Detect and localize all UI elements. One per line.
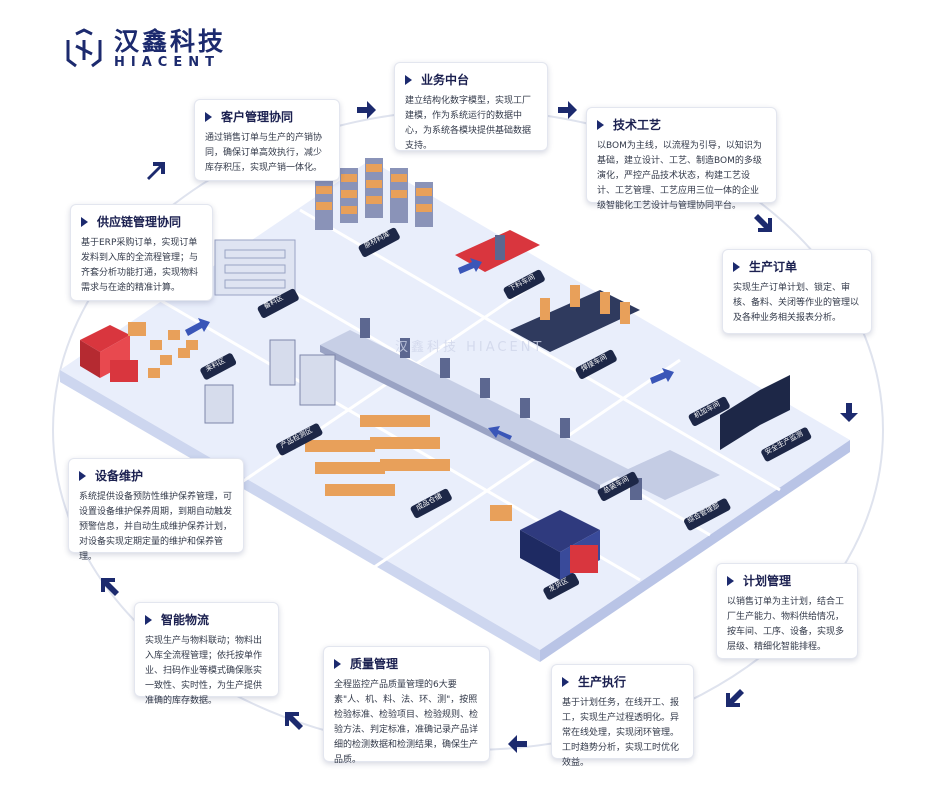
triangle-icon bbox=[562, 676, 569, 687]
card-title: 智能物流 bbox=[161, 613, 210, 627]
card-body: 以BOM为主线，以流程为引导，以知识为基础，建立设计、工艺、制造BOM的多级演化… bbox=[597, 141, 762, 211]
flow-arrow-icon bbox=[357, 101, 376, 119]
floor-arrow-3 bbox=[488, 426, 512, 440]
card-body: 基于计划任务，在线开工、报工，实现生产过程透明化。异常在线处理，实现闭环管理。工… bbox=[562, 698, 680, 768]
flow-arrow-icon bbox=[285, 712, 303, 730]
card-title: 生产订单 bbox=[749, 260, 798, 274]
card-body: 实现生产订单计划、锁定、审核、备料、关闭等作业的管理以及各种业务相关报表分析。 bbox=[733, 283, 860, 323]
card-body: 全程监控产品质量管理的6大要素"人、机、料、法、环、测"，按照检验标准、检验项目… bbox=[334, 680, 479, 765]
card-supply-chain: 供应链管理协同 基于ERP采购订单，实现订单发料到入库的全流程管理；与齐套分析功… bbox=[70, 204, 213, 301]
card-tech: 技术工艺 以BOM为主线，以流程为引导，以知识为基础，建立设计、工艺、制造BOM… bbox=[586, 107, 777, 211]
brand-logo: 汉鑫科技 HIACENT bbox=[62, 28, 226, 72]
card-quality: 质量管理 全程监控产品质量管理的6大要素"人、机、料、法、环、测"，按照检验标准… bbox=[323, 646, 490, 765]
receiving-crates bbox=[148, 330, 198, 378]
card-body: 系统提供设备预防性维护保养管理，可设置设备维护保养周期，到期自动触发预警信息，并… bbox=[79, 492, 233, 562]
brand-name-en: HIACENT bbox=[114, 55, 220, 70]
card-order: 生产订单 实现生产订单计划、锁定、审核、备料、关闭等作业的管理以及各种业务相关报… bbox=[722, 249, 872, 334]
flow-arrow-icon bbox=[101, 578, 119, 596]
card-title: 设备维护 bbox=[95, 469, 144, 483]
triangle-icon bbox=[405, 74, 412, 85]
shipping-truck bbox=[520, 510, 600, 580]
triangle-icon bbox=[334, 658, 341, 669]
flow-arrow-icon bbox=[754, 214, 772, 232]
triangle-icon bbox=[727, 575, 734, 586]
card-body: 以销售订单为主计划，结合工厂生产能力、物料供给情况，按车间、工序、设备，实现多层… bbox=[727, 597, 845, 652]
card-body: 建立结构化数字模型，实现工厂建模，作为系统运行的数据中心，为系统各模块提供基础数… bbox=[405, 96, 532, 151]
flow-arrow-icon bbox=[508, 735, 527, 753]
hiacent-logo-icon bbox=[66, 28, 102, 68]
welding-area bbox=[510, 285, 640, 352]
triangle-icon bbox=[145, 614, 152, 625]
card-customer: 客户管理协同 通过销售订单与生产的产销协同，确保订单高效执行，减少库存积压，实现… bbox=[194, 99, 340, 181]
card-title: 生产执行 bbox=[578, 675, 627, 689]
card-body: 实现生产与物料联动；物料出入库全流程管理；依托按单作业、扫码作业等模式确保账实一… bbox=[145, 636, 263, 706]
white-shelves bbox=[214, 239, 296, 296]
raw-material-shelves bbox=[315, 158, 433, 230]
flow-arrow-icon bbox=[840, 403, 858, 422]
floor-arrow-1 bbox=[185, 318, 210, 336]
card-title: 质量管理 bbox=[350, 657, 399, 671]
brand-name-cn: 汉鑫科技 bbox=[114, 27, 227, 56]
flow-arrow-icon bbox=[147, 162, 165, 180]
card-business: 业务中台 建立结构化数字模型，实现工厂建模，作为系统运行的数据中心，为系统各模块… bbox=[394, 62, 548, 151]
floor-arrow-4 bbox=[650, 368, 674, 384]
card-title: 技术工艺 bbox=[613, 118, 662, 132]
incoming-truck bbox=[80, 325, 138, 382]
card-title: 业务中台 bbox=[421, 73, 470, 87]
floor-arrow-2 bbox=[458, 258, 482, 274]
inspection-machines bbox=[204, 339, 336, 424]
card-exec: 生产执行 基于计划任务，在线开工、报工，实现生产过程透明化。异常在线处理，实现闭… bbox=[551, 664, 694, 768]
triangle-icon bbox=[597, 119, 604, 130]
triangle-icon bbox=[205, 111, 212, 122]
triangle-icon bbox=[733, 261, 740, 272]
card-logistics: 智能物流 实现生产与物料联动；物料出入库全流程管理；依托按单作业、扫码作业等模式… bbox=[134, 602, 279, 706]
card-body: 基于ERP采购订单，实现订单发料到入库的全流程管理；与齐套分析功能打通，实现物料… bbox=[81, 238, 199, 293]
card-title: 客户管理协同 bbox=[221, 110, 294, 124]
card-body: 通过销售订单与生产的产销协同，确保订单高效执行，减少库存积压，实现产销一体化。 bbox=[205, 133, 323, 173]
flow-arrow-icon bbox=[726, 689, 744, 707]
card-title: 计划管理 bbox=[743, 574, 792, 588]
finished-shelves bbox=[305, 415, 450, 496]
triangle-icon bbox=[81, 216, 88, 227]
flow-arrow-icon bbox=[558, 101, 577, 119]
forklift bbox=[128, 322, 512, 521]
card-maintenance: 设备维护 系统提供设备预防性维护保养管理，可设置设备维护保养周期，到期自动触发预… bbox=[68, 458, 244, 562]
card-title: 供应链管理协同 bbox=[97, 215, 182, 229]
safety-screens bbox=[720, 375, 790, 450]
triangle-icon bbox=[79, 470, 86, 481]
card-plan: 计划管理 以销售订单为主计划，结合工厂生产能力、物料供给情况，按车间、工序、设备… bbox=[716, 563, 858, 659]
watermark: 汉鑫科技 HIACENT bbox=[395, 340, 545, 355]
production-line bbox=[320, 318, 630, 492]
